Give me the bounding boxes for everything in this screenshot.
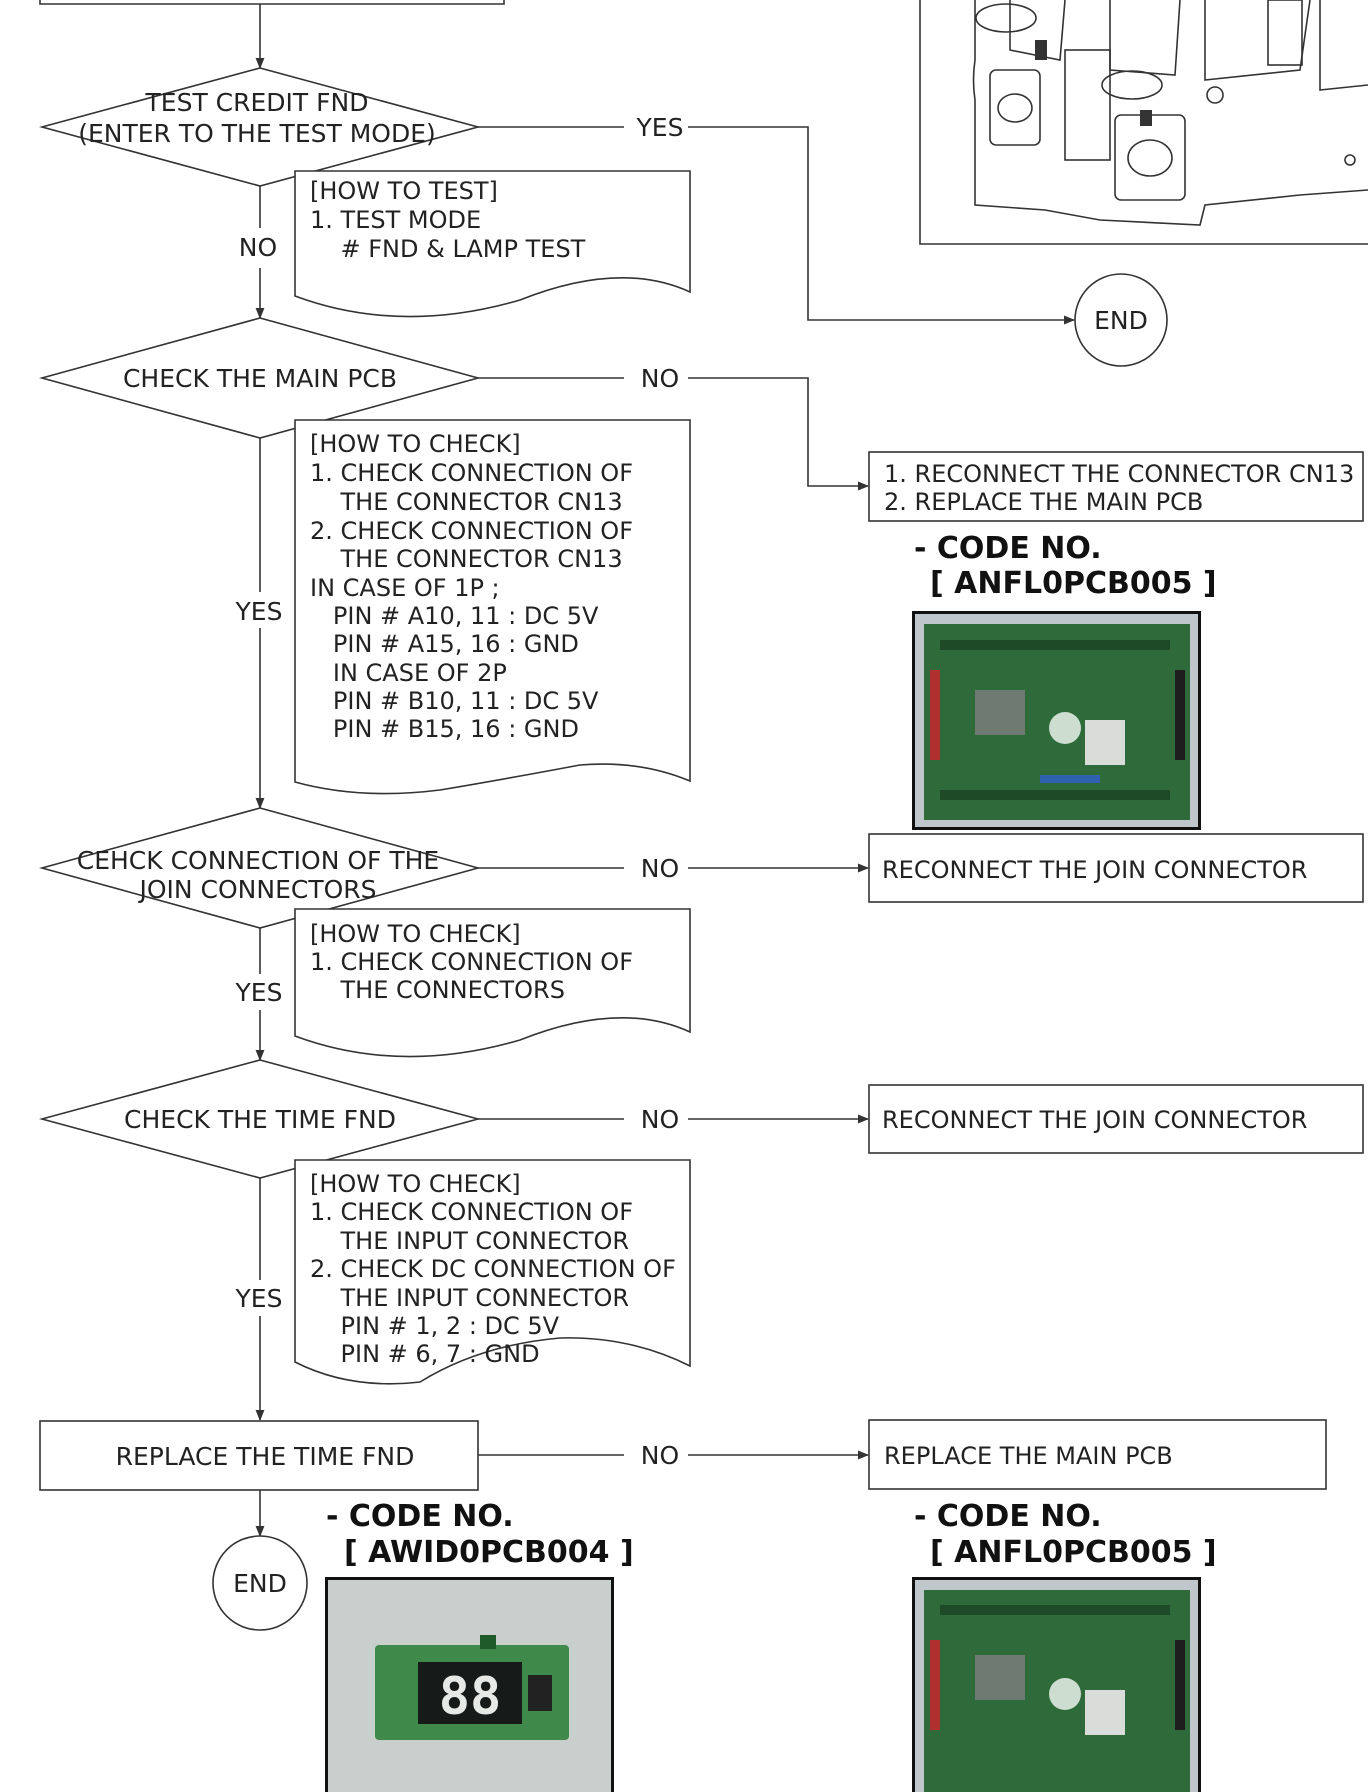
code-value: [ ANFL0PCB005 ]	[930, 1535, 1217, 1570]
yes-label: YES	[235, 978, 283, 1007]
end-terminal-top	[1074, 273, 1168, 367]
no-label: NO	[641, 1441, 679, 1470]
code-label: - CODE NO.	[914, 1499, 1102, 1534]
note-main-pcb-line: PIN # A15, 16 : GND	[310, 630, 579, 658]
decision-main-pcb-label: CHECK THE MAIN PCB	[123, 364, 397, 393]
process-replace-time-fnd	[39, 1420, 479, 1491]
note-time-fnd	[294, 1159, 691, 1385]
action-line: RECONNECT THE JOIN CONNECTOR	[882, 1106, 1307, 1134]
note-how-to-test	[294, 170, 691, 318]
note-time-fnd-line: THE INPUT CONNECTOR	[310, 1284, 629, 1312]
action-line: RECONNECT THE JOIN CONNECTOR	[882, 856, 1307, 884]
code-label: - CODE NO.	[326, 1499, 514, 1534]
note-join-line: THE CONNECTORS	[310, 976, 565, 1004]
time-fnd-photo: 88	[325, 1577, 614, 1792]
note-join-line: [HOW TO CHECK]	[310, 920, 521, 948]
yes-label: YES	[235, 597, 283, 626]
end-terminal-bottom	[212, 1535, 308, 1631]
no-label: NO	[641, 854, 679, 883]
machine-illustration	[919, 0, 1368, 245]
main-pcb-photo	[912, 611, 1201, 830]
action-reconnect-cn13	[868, 451, 1364, 522]
note-main-pcb-line: THE CONNECTOR CN13	[310, 545, 623, 573]
decision-test-credit	[38, 67, 482, 187]
note-test-line: [HOW TO TEST]	[310, 177, 498, 205]
action-line: 2. REPLACE THE MAIN PCB	[884, 488, 1203, 516]
process-replace-time-fnd-label: REPLACE THE TIME FND	[116, 1442, 415, 1471]
yes-label: YES	[636, 113, 684, 142]
note-main-pcb-line: IN CASE OF 2P	[310, 659, 507, 687]
note-time-fnd-line: PIN # 6, 7 : GND	[310, 1340, 540, 1368]
note-main-pcb-line: IN CASE OF 1P ;	[310, 574, 500, 602]
decision-time-fnd	[38, 1059, 482, 1179]
note-join-line: 1. CHECK CONNECTION OF	[310, 948, 633, 976]
decision-test-credit-line2: (ENTER TO THE TEST MODE)	[78, 119, 436, 148]
note-main-pcb-line: [HOW TO CHECK]	[310, 430, 521, 458]
main-pcb-photo-2	[912, 1577, 1201, 1792]
decision-join-line2: JOIN CONNECTORS	[137, 875, 376, 904]
code-value: [ ANFL0PCB005 ]	[930, 566, 1217, 601]
action-line: REPLACE THE MAIN PCB	[884, 1442, 1173, 1470]
note-main-pcb-line: PIN # B15, 16 : GND	[310, 715, 579, 743]
decision-test-credit-line1: TEST CREDIT FND	[145, 88, 369, 117]
note-time-fnd-line: 1. CHECK CONNECTION OF	[310, 1198, 633, 1226]
no-label: NO	[239, 233, 277, 262]
note-main-pcb-line: THE CONNECTOR CN13	[310, 488, 623, 516]
end-terminal-bottom-label: END	[233, 1569, 287, 1598]
top-process-box	[39, 0, 505, 5]
decision-join-connectors	[38, 807, 482, 929]
note-time-fnd-line: 2. CHECK DC CONNECTION OF	[310, 1255, 676, 1283]
note-test-line: # FND & LAMP TEST	[310, 235, 586, 263]
note-main-pcb-line: 2. CHECK CONNECTION OF	[310, 517, 633, 545]
note-test-line: 1. TEST MODE	[310, 206, 481, 234]
note-main-pcb-line: 1. CHECK CONNECTION OF	[310, 459, 633, 487]
decision-join-line1: CEHCK CONNECTION OF THE	[77, 846, 439, 875]
yes-label: YES	[235, 1284, 283, 1313]
action-line: 1. RECONNECT THE CONNECTOR CN13	[884, 460, 1354, 488]
code-value: [ AWID0PCB004 ]	[344, 1535, 634, 1570]
code-label: - CODE NO.	[914, 531, 1102, 566]
no-label: NO	[641, 1105, 679, 1134]
fnd-digits: 88	[439, 1667, 502, 1727]
end-terminal-top-label: END	[1094, 306, 1148, 335]
decision-time-fnd-label: CHECK THE TIME FND	[124, 1105, 396, 1134]
decision-main-pcb	[38, 317, 482, 439]
note-main-pcb-line: PIN # B10, 11 : DC 5V	[310, 687, 599, 715]
no-label: NO	[641, 364, 679, 393]
action-reconnect-join-2	[868, 1084, 1364, 1154]
note-main-pcb	[294, 419, 691, 795]
action-replace-main-pcb	[868, 1419, 1327, 1490]
note-time-fnd-line: PIN # 1, 2 : DC 5V	[310, 1312, 560, 1340]
note-main-pcb-line: PIN # A10, 11 : DC 5V	[310, 602, 599, 630]
note-time-fnd-line: THE INPUT CONNECTOR	[310, 1227, 629, 1255]
action-reconnect-join-1	[868, 833, 1364, 903]
note-join	[294, 908, 691, 1058]
note-time-fnd-line: [HOW TO CHECK]	[310, 1170, 521, 1198]
